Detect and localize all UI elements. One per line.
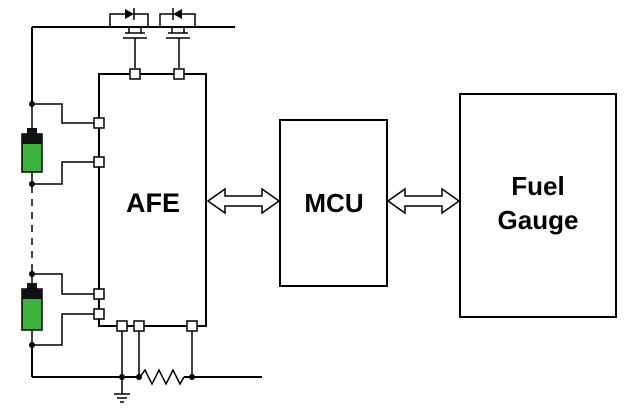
- junction-dot: [189, 374, 195, 380]
- battery-cell-icon: [21, 274, 43, 345]
- afe-pin: [129, 68, 141, 80]
- ground-icon: [114, 377, 130, 403]
- mcu-label: MCU: [304, 188, 363, 218]
- fuel-gauge-label-line2: Gauge: [498, 205, 579, 235]
- mosfet-icon: [109, 8, 149, 68]
- afe-pin: [186, 320, 198, 332]
- afe-pin: [93, 156, 105, 168]
- bidirectional-arrow-icon: [206, 187, 281, 215]
- afe-pin: [133, 320, 145, 332]
- battery-cell-icon: [21, 104, 43, 184]
- afe-pin: [173, 68, 185, 80]
- afe-block: [98, 73, 207, 327]
- afe-label: AFE: [126, 188, 180, 218]
- mcu-block: [279, 119, 388, 287]
- afe-pin: [93, 308, 105, 320]
- resistor-icon: [139, 368, 185, 386]
- junction-dot: [136, 374, 142, 380]
- fuel-gauge-block: [459, 93, 617, 318]
- bidirectional-arrow-icon: [386, 187, 461, 215]
- mosfet-icon: [159, 8, 196, 68]
- afe-pin: [93, 288, 105, 300]
- fuel-gauge-label-line1: Fuel: [511, 171, 564, 201]
- afe-pin: [93, 117, 105, 129]
- afe-pin: [116, 320, 128, 332]
